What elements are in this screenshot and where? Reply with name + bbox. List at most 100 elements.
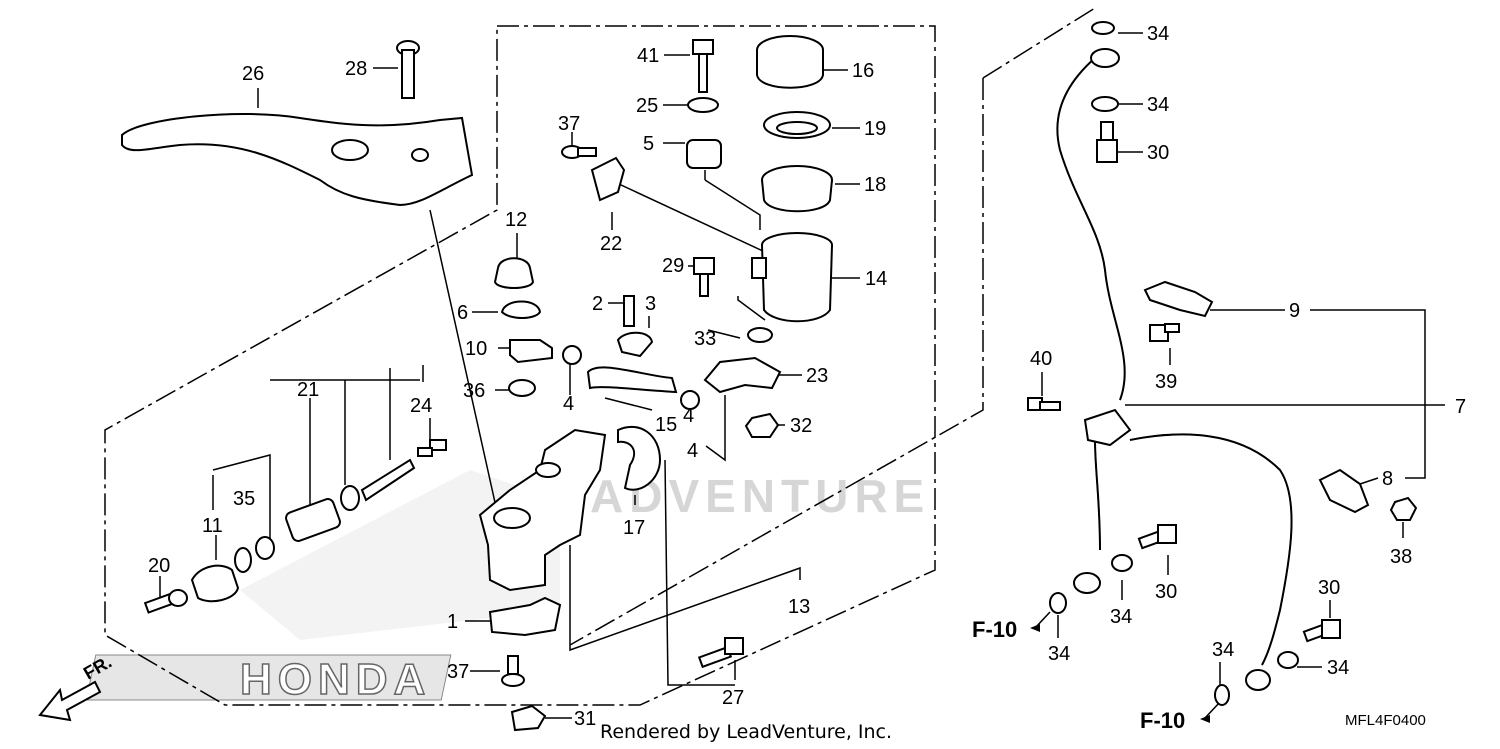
callout-27[interactable]: 27 <box>722 687 744 709</box>
part-master-cylinder-body <box>478 428 607 592</box>
callout-4-b[interactable]: 4 <box>683 405 694 427</box>
part-washer-34-a <box>1091 21 1115 35</box>
part-screw-37-top <box>561 145 597 159</box>
part-bolt-27 <box>697 637 744 669</box>
callout-7[interactable]: 7 <box>1455 396 1466 418</box>
part-banjo-right <box>1245 669 1271 691</box>
part-boot-11 <box>190 564 240 603</box>
callout-22[interactable]: 22 <box>600 233 622 255</box>
callout-40[interactable]: 40 <box>1030 348 1052 370</box>
callout-24[interactable]: 24 <box>410 395 432 417</box>
render-credit: Rendered by LeadVenture, Inc. <box>600 721 892 743</box>
part-bolt-24 <box>417 439 447 457</box>
part-bolt-40 <box>1027 397 1061 411</box>
callout-31[interactable]: 31 <box>574 708 596 730</box>
callout-28[interactable]: 28 <box>345 58 367 80</box>
part-washer-34-c <box>1111 554 1133 572</box>
part-three-way-joint <box>1083 408 1132 447</box>
callout-25[interactable]: 25 <box>636 95 658 117</box>
part-washer-33 <box>747 327 773 343</box>
part-bolt-30-mid <box>1137 524 1177 550</box>
part-washer-34-b <box>1091 96 1119 112</box>
master-cylinder-boundary <box>104 25 936 706</box>
callout-33[interactable]: 33 <box>694 328 716 350</box>
callout-34-f[interactable]: 34 <box>1212 639 1234 661</box>
callout-32[interactable]: 32 <box>790 415 812 437</box>
callout-10[interactable]: 10 <box>465 338 487 360</box>
callout-15[interactable]: 15 <box>655 414 677 436</box>
leader-lines <box>159 32 1445 719</box>
callout-6[interactable]: 6 <box>457 302 468 324</box>
callout-41[interactable]: 41 <box>637 45 659 67</box>
part-cap-12 <box>493 257 535 289</box>
part-nut-31 <box>510 704 547 732</box>
part-cap-3 <box>616 331 654 358</box>
callout-26[interactable]: 26 <box>242 63 264 85</box>
part-bracket-22 <box>590 156 626 202</box>
part-stay-23 <box>703 356 782 394</box>
honda-logo-watermark: HONDA <box>85 654 452 705</box>
callout-14[interactable]: 14 <box>865 268 887 290</box>
callout-34-d[interactable]: 34 <box>1048 643 1070 665</box>
f10-reference-left[interactable]: F-10 <box>972 617 1017 642</box>
honda-wing-watermark <box>240 470 560 640</box>
part-clip-4b <box>680 390 700 410</box>
f10-reference-bottom[interactable]: F-10 <box>1140 708 1185 733</box>
callout-9[interactable]: 9 <box>1289 300 1300 322</box>
part-bolt-41 <box>692 39 714 93</box>
callout-17[interactable]: 17 <box>623 517 645 539</box>
callout-1[interactable]: 1 <box>447 611 458 633</box>
callout-8[interactable]: 8 <box>1382 468 1393 490</box>
callout-34-b[interactable]: 34 <box>1147 94 1169 116</box>
callout-20[interactable]: 20 <box>148 555 170 577</box>
part-hose-15 <box>586 366 678 394</box>
callout-34-a[interactable]: 34 <box>1147 23 1169 45</box>
hose-boundary-2 <box>569 78 984 646</box>
part-bolt-30-top <box>1096 121 1118 163</box>
callout-16[interactable]: 16 <box>852 60 874 82</box>
part-washer-34-d <box>1049 592 1067 614</box>
callout-19[interactable]: 19 <box>864 118 886 140</box>
f10-arrow-bottom <box>1200 715 1210 723</box>
callout-30-a[interactable]: 30 <box>1147 142 1169 164</box>
callout-38[interactable]: 38 <box>1390 546 1412 568</box>
part-snap-ring-35 <box>234 547 252 573</box>
honda-logo-text: HONDA <box>240 655 431 704</box>
part-diaphragm <box>761 165 833 213</box>
callout-12[interactable]: 12 <box>505 209 527 231</box>
callout-18[interactable]: 18 <box>864 174 886 196</box>
callout-4-a[interactable]: 4 <box>563 393 574 415</box>
part-oring-36 <box>508 379 536 397</box>
hose-boundary <box>982 7 1096 79</box>
part-clip-4a <box>562 345 582 365</box>
part-bolt-39 <box>1149 323 1180 342</box>
callout-4-c[interactable]: 4 <box>687 440 698 462</box>
callout-11[interactable]: 11 <box>202 515 223 537</box>
callout-34-c[interactable]: 34 <box>1110 606 1132 628</box>
part-holder-17 <box>617 425 662 491</box>
callout-29[interactable]: 29 <box>662 255 684 277</box>
callout-30-b[interactable]: 30 <box>1155 581 1177 603</box>
callout-37-bottom[interactable]: 37 <box>447 661 469 683</box>
callouts: 26 28 41 16 25 19 37 5 18 12 22 29 14 6 … <box>148 23 1466 730</box>
callout-23[interactable]: 23 <box>806 365 828 387</box>
part-washer-34-f <box>1214 684 1230 706</box>
callout-39[interactable]: 39 <box>1155 371 1177 393</box>
callout-13[interactable]: 13 <box>788 596 810 618</box>
callout-30-c[interactable]: 30 <box>1318 577 1340 599</box>
callout-36[interactable]: 36 <box>463 380 485 402</box>
callout-2[interactable]: 2 <box>592 293 603 315</box>
part-hose-upper <box>1056 57 1126 401</box>
callout-5[interactable]: 5 <box>643 133 654 155</box>
callout-35[interactable]: 35 <box>233 488 255 510</box>
part-bolt-30-bottom <box>1302 619 1341 643</box>
callout-3[interactable]: 3 <box>645 293 656 315</box>
part-nut-38 <box>1389 496 1418 521</box>
part-hose-branch-right <box>1129 433 1293 666</box>
callout-21[interactable]: 21 <box>297 379 319 401</box>
callout-34-e[interactable]: 34 <box>1327 657 1349 679</box>
callout-37-top[interactable]: 37 <box>558 113 580 135</box>
part-washer-34-e <box>1277 651 1299 669</box>
part-joint-10 <box>509 339 553 364</box>
